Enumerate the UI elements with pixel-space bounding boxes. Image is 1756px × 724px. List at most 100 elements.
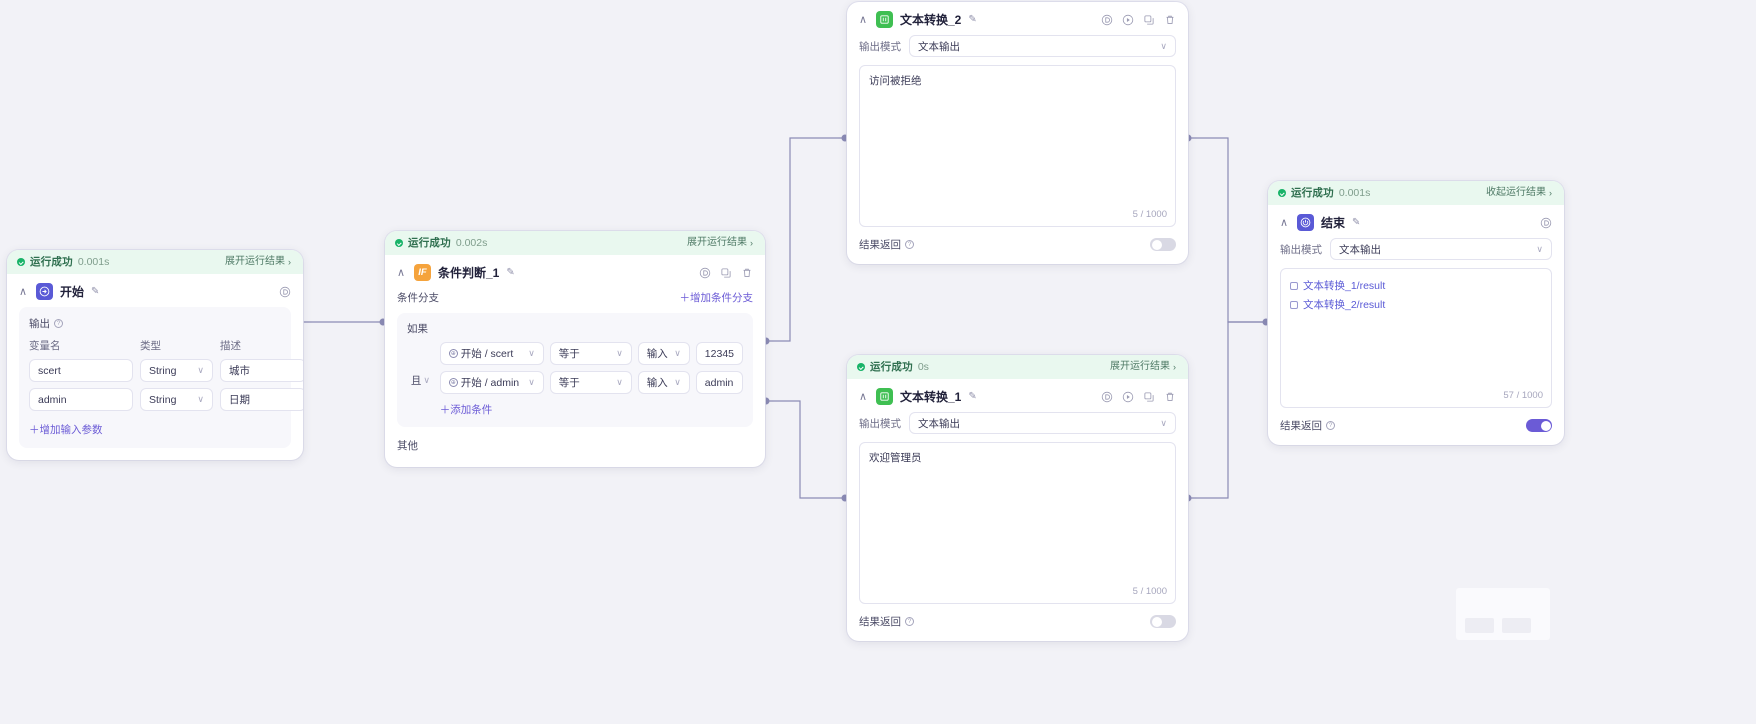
text1-body: 输出模式 文本输出 ∨ 欢迎管理员 5 / 1000 结果返回 ? — [847, 412, 1188, 641]
condition-row: ⊕开始 / scert ∨ 等于 ∨ 输入 ∨ 12345 — [439, 342, 743, 365]
varname-input-1[interactable]: admin — [29, 388, 133, 411]
copy-icon[interactable] — [1142, 390, 1155, 403]
edit-icon[interactable]: ✎ — [506, 267, 515, 278]
chevron-down-icon: ∨ — [616, 348, 623, 358]
condition-kind-select-1[interactable]: 输入 ∨ — [637, 371, 690, 394]
condition-kind-select-0[interactable]: 输入 ∨ — [637, 342, 690, 365]
condition-value-input-0[interactable]: 12345 — [695, 342, 743, 365]
info-icon[interactable] — [278, 285, 291, 298]
text1-expand-result-link[interactable]: 展开运行结果 › — [1110, 361, 1176, 372]
edit-icon[interactable]: ✎ — [968, 391, 977, 402]
copy-icon[interactable] — [1142, 13, 1155, 26]
col-type: 类型 — [140, 340, 161, 352]
text1-header: ∧ 文本转换_1 ✎ — [847, 379, 1188, 412]
success-icon — [395, 239, 403, 247]
text2-content-textarea[interactable]: 访问被拒绝 5 / 1000 — [859, 65, 1176, 227]
chevron-down-icon: ∨ — [528, 377, 535, 387]
delete-icon[interactable] — [1163, 13, 1176, 26]
text2-footer: 结果返回 ? — [859, 237, 1176, 252]
copy-icon[interactable] — [719, 266, 732, 279]
node-end[interactable]: 运行成功 0.001s 收起运行结果 › ∧ 结束 ✎ 输出模式 — [1268, 181, 1564, 445]
collapse-icon[interactable]: ∧ — [396, 267, 406, 279]
text1-content-textarea[interactable]: 欢迎管理员 5 / 1000 — [859, 442, 1176, 604]
condition-ref-select-0[interactable]: ⊕开始 / scert ∨ — [439, 342, 544, 365]
edit-icon[interactable]: ✎ — [91, 286, 100, 297]
condition-operator-select-1[interactable]: 等于 ∨ — [549, 371, 632, 394]
delete-icon[interactable] — [1163, 390, 1176, 403]
text1-content-value: 欢迎管理员 — [869, 452, 922, 464]
end-return-toggle[interactable] — [1526, 419, 1552, 432]
add-branch-link[interactable]: ＋增加条件分支 — [679, 292, 754, 304]
condition-operator-select-0[interactable]: 等于 ∨ — [549, 342, 632, 365]
text2-body: 输出模式 文本输出 ∨ 访问被拒绝 5 / 1000 结果返回 ? — [847, 35, 1188, 264]
text2-return-toggle[interactable] — [1150, 238, 1176, 251]
variable-icon — [1290, 300, 1298, 309]
and-operator-select[interactable]: 且 ∨ — [410, 374, 430, 387]
text2-mode-row: 输出模式 文本输出 ∨ — [859, 35, 1176, 57]
help-icon[interactable]: ? — [905, 617, 914, 626]
info-icon[interactable] — [698, 266, 711, 279]
col-desc: 描述 — [220, 340, 241, 352]
help-icon[interactable]: ? — [905, 240, 914, 249]
run-icon[interactable] — [1121, 390, 1134, 403]
end-status-time: 0.001s — [1338, 187, 1371, 199]
end-mode-select[interactable]: 文本输出 ∨ — [1330, 238, 1552, 260]
end-footer: 结果返回 ? — [1280, 418, 1552, 433]
add-input-param-link[interactable]: ＋增加输入参数 — [29, 424, 103, 436]
end-body: 输出模式 文本输出 ∨ 文本转换_1/result 文本转换_2/result — [1268, 238, 1564, 445]
overlay-block-left — [1465, 618, 1494, 633]
if-node-icon: IF — [414, 264, 431, 281]
collapse-icon[interactable]: ∧ — [1279, 217, 1289, 229]
type-select-1[interactable]: String ∨ — [140, 388, 213, 411]
edge-text1-to-end — [1188, 321, 1266, 499]
end-collapse-result-link[interactable]: 收起运行结果 › — [1486, 187, 1552, 198]
success-icon — [857, 363, 865, 371]
varname-input-0[interactable]: scert — [29, 359, 133, 382]
text2-mode-select[interactable]: 文本输出 ∨ — [909, 35, 1176, 57]
text1-return-toggle[interactable] — [1150, 615, 1176, 628]
chevron-right-icon: › — [1173, 362, 1176, 372]
col-varname: 变量名 — [29, 340, 61, 352]
text1-mode-select[interactable]: 文本输出 ∨ — [909, 412, 1176, 434]
start-columns: 变量名 类型 描述 — [29, 338, 281, 353]
text1-node-title: 文本转换_1 — [900, 390, 962, 404]
end-reference-item[interactable]: 文本转换_2/result — [1290, 297, 1542, 312]
node-start[interactable]: 运行成功 0.001s 展开运行结果 › ∧ 开始 ✎ — [7, 250, 303, 460]
text2-content-value: 访问被拒绝 — [869, 75, 922, 87]
node-text-convert-2[interactable]: ∧ 文本转换_2 ✎ — [847, 2, 1188, 264]
condition-ref-select-1[interactable]: ⊕开始 / admin ∨ — [439, 371, 544, 394]
info-icon[interactable] — [1100, 390, 1113, 403]
reference-icon: ⊕ — [448, 349, 458, 358]
help-icon[interactable]: ? — [54, 319, 63, 328]
start-output-label: 输出 ? — [29, 316, 281, 331]
end-node-title: 结束 — [1321, 216, 1346, 230]
type-select-0[interactable]: String ∨ — [140, 359, 213, 382]
collapse-icon[interactable]: ∧ — [858, 391, 868, 403]
collapse-icon[interactable]: ∧ — [18, 286, 28, 298]
node-text-convert-1[interactable]: 运行成功 0s 展开运行结果 › ∧ 文本转换_1 ✎ — [847, 355, 1188, 641]
start-expand-result-link[interactable]: 展开运行结果 › — [225, 256, 291, 267]
info-icon[interactable] — [1100, 13, 1113, 26]
desc-input-0[interactable]: 城市 — [220, 359, 303, 382]
collapse-icon[interactable]: ∧ — [858, 14, 868, 26]
help-icon[interactable]: ? — [1326, 421, 1335, 430]
condition-expand-result-link[interactable]: 展开运行结果 › — [687, 237, 753, 248]
desc-input-1[interactable]: 日期 — [220, 388, 303, 411]
condition-value-input-1[interactable]: admin — [695, 371, 743, 394]
end-node-icon — [1297, 214, 1314, 231]
edit-icon[interactable]: ✎ — [1352, 217, 1361, 228]
edit-icon[interactable]: ✎ — [968, 14, 977, 25]
end-content-textarea[interactable]: 文本转换_1/result 文本转换_2/result 57 / 1000 — [1280, 268, 1552, 408]
text1-char-counter: 5 / 1000 — [1132, 586, 1167, 597]
info-icon[interactable] — [1539, 216, 1552, 229]
text-node-icon — [876, 11, 893, 28]
text1-status-time: 0s — [917, 361, 929, 373]
reference-icon: ⊕ — [448, 378, 458, 387]
text-node-icon — [876, 388, 893, 405]
add-condition-link[interactable]: ＋添加条件 — [439, 404, 493, 416]
run-icon[interactable] — [1121, 13, 1134, 26]
end-reference-item[interactable]: 文本转换_1/result — [1290, 278, 1542, 293]
delete-icon[interactable] — [740, 266, 753, 279]
node-condition[interactable]: 运行成功 0.002s 展开运行结果 › ∧ IF 条件判断_1 ✎ — [385, 231, 765, 467]
